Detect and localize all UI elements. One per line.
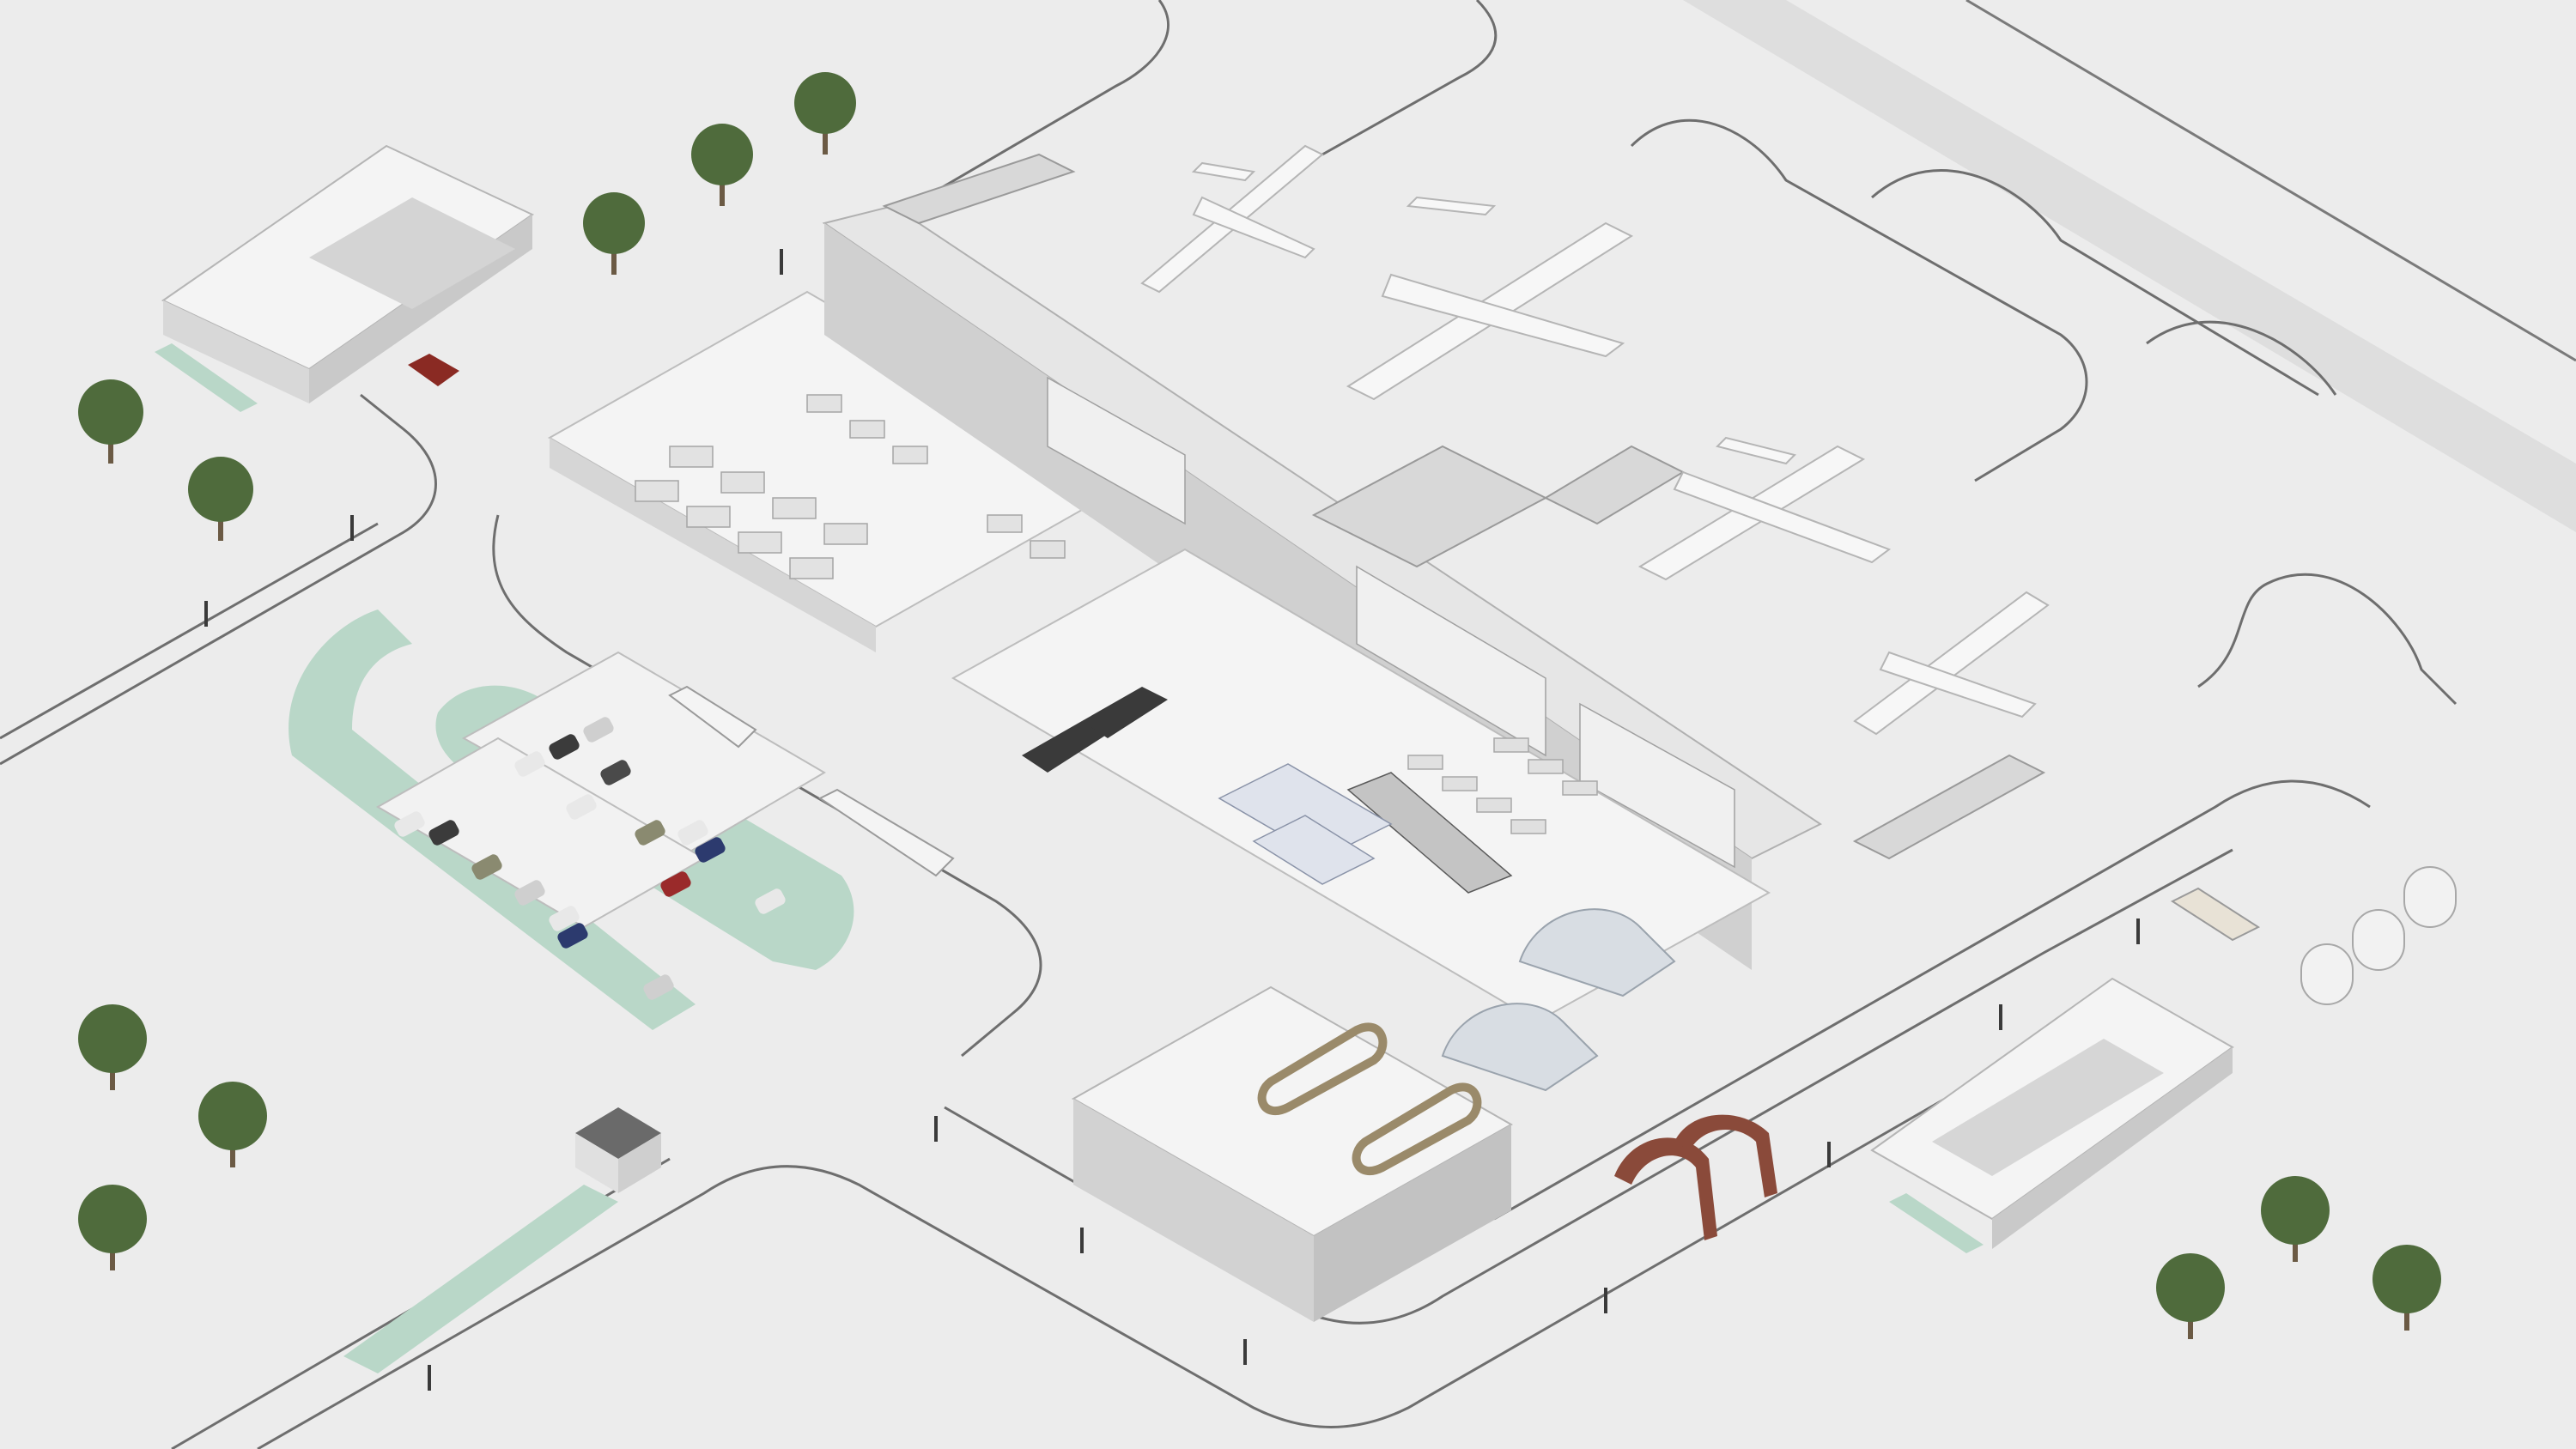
fuel-tank-icon [2403, 866, 2457, 928]
taxiway-lines [909, 0, 2458, 706]
tree-icon [78, 379, 143, 464]
tree-icon [198, 1082, 267, 1167]
green-strip [155, 343, 258, 412]
car-icon [514, 751, 545, 777]
car-icon [394, 811, 425, 837]
green-lane-entry [343, 1185, 618, 1373]
lounge-seats [1407, 737, 1598, 834]
tree-icon [794, 72, 856, 155]
jet-bridges [882, 153, 2046, 860]
runway [1683, 0, 2576, 532]
airplanes [1140, 144, 2050, 736]
fuel-truck [2170, 887, 2261, 942]
airplane-icon [1140, 144, 1324, 294]
car-icon [514, 880, 545, 906]
green-lane-curve [289, 609, 696, 1030]
buses [668, 685, 955, 877]
car-icon [643, 974, 674, 1000]
roof-domes [1441, 908, 1676, 1092]
runway-edge-line [1965, 0, 2576, 362]
car-icon [635, 820, 665, 846]
car-icon [549, 906, 580, 931]
car-icon [600, 760, 631, 785]
tree-icon [2372, 1245, 2441, 1331]
escalator-icon [1022, 721, 1108, 773]
car-icon [566, 794, 597, 820]
car-icon [695, 837, 726, 863]
fuel-tanks [2300, 866, 2457, 1005]
red-van [408, 354, 459, 386]
cargo-building [1870, 977, 2234, 1253]
tree-icon [78, 1185, 147, 1270]
fuel-tank-icon [2352, 909, 2405, 971]
tree-icon [78, 1004, 147, 1090]
car-icon [583, 717, 614, 743]
trees [78, 72, 2441, 1339]
tree-icon [2156, 1253, 2225, 1339]
bus-icon [668, 685, 757, 749]
guard-booth [575, 1107, 661, 1193]
car-icon [755, 888, 786, 914]
parked-cars [394, 717, 786, 1000]
green-strip [1889, 1193, 1984, 1253]
car-icon [660, 871, 691, 897]
security-area [1218, 763, 1393, 885]
tree-icon [188, 457, 253, 541]
customs-arch [1614, 1114, 1777, 1240]
car-icon [677, 820, 708, 846]
airplane-icon [1853, 591, 2050, 736]
fuel-tank-icon [2300, 943, 2354, 1005]
checkin-desks [635, 394, 1066, 579]
tree-icon [583, 192, 645, 275]
street-lamps [204, 249, 2140, 1391]
escalator-icon [1082, 687, 1168, 738]
tree-icon [2261, 1176, 2330, 1262]
service-building [155, 144, 534, 412]
escalator-icon [1346, 772, 1513, 894]
bus-icon [818, 788, 955, 877]
car-icon [557, 923, 588, 949]
car-icon [549, 734, 580, 760]
car-icon [428, 820, 459, 846]
terminal-building [547, 204, 1822, 1322]
tree-icon [691, 124, 753, 206]
airplane-icon [1346, 196, 1634, 401]
glass-panels [1047, 376, 1735, 869]
baggage-carousel-icon [1257, 1022, 1482, 1176]
airplane-icon [1637, 436, 1892, 581]
car-icon [471, 854, 502, 880]
